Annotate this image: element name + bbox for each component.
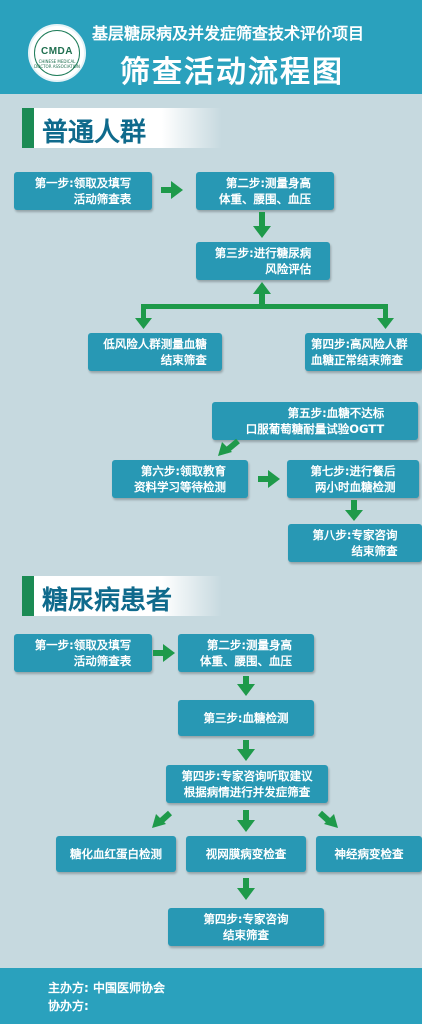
footer-banner: 主办方: 中国医师协会 协办方: bbox=[0, 968, 422, 1024]
organizer-line: 主办方: 中国医师协会 bbox=[48, 981, 165, 995]
arrow-down-icon bbox=[237, 740, 255, 761]
hba1c-check-box: 糖化血红蛋白检测 bbox=[56, 836, 176, 872]
patient-step4-box: 第四步:专家咨询听取建议 根据病情进行并发症筛查 bbox=[166, 765, 328, 803]
patient-step3-box: 第三步:血糖检测 bbox=[178, 700, 314, 736]
arrow-right-icon bbox=[153, 644, 175, 662]
section-title-patients: 糖尿病患者 bbox=[22, 576, 222, 616]
page-title: 筛查活动流程图 bbox=[120, 55, 344, 90]
section-title-general: 普通人群 bbox=[22, 108, 222, 148]
branch-connector bbox=[135, 282, 394, 329]
arrow-down-icon bbox=[253, 212, 271, 238]
general-step5-box: 第五步:血糖不达标 口服葡萄糖耐量试验OGTT bbox=[212, 402, 418, 440]
cmda-logo: CMDA CHINESE MEDICAL DOCTOR ASSOCIATION bbox=[28, 24, 86, 82]
arrow-down-icon bbox=[237, 878, 255, 900]
general-step8-box: 第八步:专家咨询 结束筛查 bbox=[288, 524, 422, 562]
arrow-right-icon bbox=[161, 181, 183, 199]
arrow-down-icon bbox=[237, 676, 255, 696]
arrow-down-icon bbox=[237, 810, 255, 832]
arrow-diagonal-icon bbox=[152, 810, 173, 828]
logo-text: CMDA bbox=[41, 46, 73, 57]
neuropathy-check-box: 神经病变检查 bbox=[316, 836, 422, 872]
patient-step5-box: 第四步:专家咨询 结束筛查 bbox=[168, 908, 324, 946]
patient-step2-box: 第二步:测量身高 体重、腰围、血压 bbox=[178, 634, 314, 672]
arrow-diagonal-icon bbox=[218, 438, 240, 456]
general-step2-box: 第二步:测量身高 体重、腰围、血压 bbox=[196, 172, 334, 210]
logo-subtext: CHINESE MEDICAL DOCTOR ASSOCIATION bbox=[34, 59, 80, 69]
section-title-patients-text: 糖尿病患者 bbox=[42, 586, 173, 616]
general-step3-box: 第三步:进行糖尿病 风险评估 bbox=[196, 242, 330, 280]
section-title-general-text: 普通人群 bbox=[42, 118, 147, 148]
co-organizer-line: 协办方: bbox=[48, 999, 89, 1013]
general-step6-box: 第六步:领取教育 资料学习等待检测 bbox=[112, 460, 248, 498]
patient-step1-box: 第一步:领取及填写 活动筛查表 bbox=[14, 634, 152, 672]
general-step1-box: 第一步:领取及填写 活动筛查表 bbox=[14, 172, 152, 210]
general-step7-box: 第七步:进行餐后 两小时血糖检测 bbox=[287, 460, 419, 498]
logo-ring bbox=[34, 30, 80, 76]
project-subtitle: 基层糖尿病及并发症筛查技术评价项目 bbox=[92, 24, 365, 43]
general-step4-box: 第四步:高风险人群 血糖正常结束筛查 bbox=[305, 333, 422, 371]
retina-check-box: 视网膜病变检查 bbox=[186, 836, 306, 872]
arrow-right-icon bbox=[258, 470, 280, 488]
arrow-down-icon bbox=[345, 500, 363, 521]
general-low-risk-box: 低风险人群测量血糖 结束筛查 bbox=[88, 333, 222, 371]
arrow-diagonal-icon bbox=[317, 810, 338, 828]
header-banner: CMDA CHINESE MEDICAL DOCTOR ASSOCIATION … bbox=[0, 0, 422, 94]
